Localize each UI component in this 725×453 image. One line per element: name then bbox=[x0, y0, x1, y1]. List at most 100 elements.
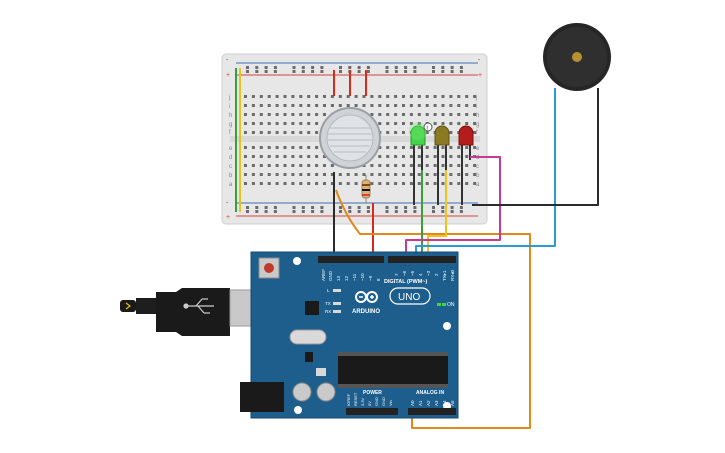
breadboard-hole[interactable] bbox=[457, 104, 461, 107]
breadboard-hole[interactable] bbox=[378, 182, 382, 185]
breadboard-hole[interactable] bbox=[244, 146, 247, 149]
breadboard-hole[interactable] bbox=[315, 104, 319, 107]
breadboard-hole[interactable] bbox=[425, 95, 429, 98]
breadboard-hole[interactable] bbox=[301, 70, 305, 73]
breadboard-hole[interactable] bbox=[413, 210, 417, 213]
breadboard-hole[interactable] bbox=[432, 66, 435, 69]
breadboard-hole[interactable] bbox=[370, 113, 374, 116]
breadboard-hole[interactable] bbox=[323, 173, 326, 176]
breadboard-hole[interactable] bbox=[259, 113, 263, 116]
breadboard-hole[interactable] bbox=[275, 146, 279, 149]
breadboard-hole[interactable] bbox=[275, 122, 279, 125]
breadboard-hole[interactable] bbox=[283, 113, 287, 116]
breadboard-hole[interactable] bbox=[473, 122, 477, 125]
breadboard-hole[interactable] bbox=[244, 164, 247, 167]
breadboard-hole[interactable] bbox=[357, 66, 361, 69]
breadboard-hole[interactable] bbox=[299, 131, 303, 134]
breadboard-hole[interactable] bbox=[307, 122, 311, 125]
breadboard-hole[interactable] bbox=[267, 164, 271, 167]
breadboard-hole[interactable] bbox=[291, 113, 295, 116]
breadboard-hole[interactable] bbox=[404, 210, 408, 213]
breadboard-hole[interactable] bbox=[432, 206, 435, 209]
breadboard-hole[interactable] bbox=[273, 70, 277, 73]
breadboard-hole[interactable] bbox=[378, 164, 382, 167]
breadboard-hole[interactable] bbox=[244, 173, 247, 176]
breadboard-hole[interactable] bbox=[449, 95, 453, 98]
breadboard-hole[interactable] bbox=[386, 155, 390, 158]
breadboard-hole[interactable] bbox=[244, 155, 247, 158]
breadboard-hole[interactable] bbox=[283, 95, 287, 98]
breadboard-hole[interactable] bbox=[473, 164, 477, 167]
breadboard-hole[interactable] bbox=[441, 164, 445, 167]
breadboard-hole[interactable] bbox=[457, 164, 461, 167]
breadboard-hole[interactable] bbox=[251, 104, 255, 107]
breadboard-hole[interactable] bbox=[459, 210, 463, 213]
breadboard-hole[interactable] bbox=[402, 95, 405, 98]
breadboard-hole[interactable] bbox=[339, 210, 342, 213]
breadboard-hole[interactable] bbox=[330, 164, 334, 167]
breadboard-hole[interactable] bbox=[459, 66, 463, 69]
breadboard-hole[interactable] bbox=[315, 122, 319, 125]
breadboard-hole[interactable] bbox=[449, 164, 453, 167]
breadboard-hole[interactable] bbox=[346, 182, 350, 185]
breadboard-hole[interactable] bbox=[394, 131, 398, 134]
breadboard-hole[interactable] bbox=[275, 182, 279, 185]
breadboard-hole[interactable] bbox=[315, 173, 319, 176]
breadboard-hole[interactable] bbox=[275, 95, 279, 98]
breadboard-hole[interactable] bbox=[441, 70, 445, 73]
breadboard-hole[interactable] bbox=[402, 113, 405, 116]
breadboard-hole[interactable] bbox=[346, 95, 350, 98]
breadboard-hole[interactable] bbox=[307, 113, 311, 116]
breadboard-hole[interactable] bbox=[307, 104, 311, 107]
breadboard-hole[interactable] bbox=[441, 155, 445, 158]
breadboard-hole[interactable] bbox=[425, 182, 429, 185]
breadboard-hole[interactable] bbox=[320, 66, 324, 69]
breadboard-hole[interactable] bbox=[311, 66, 315, 69]
breadboard-hole[interactable] bbox=[259, 164, 263, 167]
breadboard-hole[interactable] bbox=[315, 164, 319, 167]
breadboard-hole[interactable] bbox=[357, 206, 361, 209]
usb-cable[interactable] bbox=[120, 288, 255, 336]
breadboard-hole[interactable] bbox=[465, 173, 469, 176]
breadboard-hole[interactable] bbox=[378, 155, 382, 158]
breadboard-hole[interactable] bbox=[255, 66, 259, 69]
breadboard-hole[interactable] bbox=[386, 182, 390, 185]
breadboard-hole[interactable] bbox=[457, 113, 461, 116]
breadboard-hole[interactable] bbox=[244, 182, 247, 185]
breadboard-hole[interactable] bbox=[394, 182, 398, 185]
breadboard-hole[interactable] bbox=[433, 122, 437, 125]
breadboard-hole[interactable] bbox=[338, 95, 342, 98]
breadboard-hole[interactable] bbox=[346, 173, 350, 176]
breadboard-hole[interactable] bbox=[299, 182, 303, 185]
breadboard-hole[interactable] bbox=[264, 206, 268, 209]
breadboard-hole[interactable] bbox=[465, 182, 469, 185]
breadboard-hole[interactable] bbox=[473, 104, 477, 107]
breadboard-hole[interactable] bbox=[315, 146, 319, 149]
breadboard-hole[interactable] bbox=[299, 164, 303, 167]
breadboard-hole[interactable] bbox=[394, 122, 398, 125]
breadboard-hole[interactable] bbox=[255, 70, 259, 73]
breadboard-hole[interactable] bbox=[404, 206, 408, 209]
led-yellow[interactable] bbox=[434, 125, 450, 205]
breadboard-hole[interactable] bbox=[409, 146, 413, 149]
breadboard-hole[interactable] bbox=[457, 182, 461, 185]
breadboard-hole[interactable] bbox=[275, 173, 279, 176]
breadboard-hole[interactable] bbox=[291, 155, 295, 158]
breadboard-hole[interactable] bbox=[402, 146, 405, 149]
breadboard-hole[interactable] bbox=[311, 206, 315, 209]
breadboard-hole[interactable] bbox=[404, 66, 408, 69]
breadboard-hole[interactable] bbox=[425, 131, 429, 134]
breadboard-hole[interactable] bbox=[473, 113, 477, 116]
breadboard-hole[interactable] bbox=[292, 210, 296, 213]
breadboard-hole[interactable] bbox=[449, 155, 453, 158]
breadboard-hole[interactable] bbox=[283, 122, 287, 125]
breadboard-hole[interactable] bbox=[315, 155, 319, 158]
breadboard-hole[interactable] bbox=[450, 70, 454, 73]
breadboard-hole[interactable] bbox=[251, 95, 255, 98]
breadboard-hole[interactable] bbox=[386, 113, 390, 116]
led-info-badge[interactable]: i bbox=[423, 122, 433, 132]
breadboard-hole[interactable] bbox=[354, 104, 358, 107]
breadboard-hole[interactable] bbox=[323, 104, 326, 107]
breadboard-hole[interactable] bbox=[449, 104, 453, 107]
breadboard-hole[interactable] bbox=[378, 122, 382, 125]
